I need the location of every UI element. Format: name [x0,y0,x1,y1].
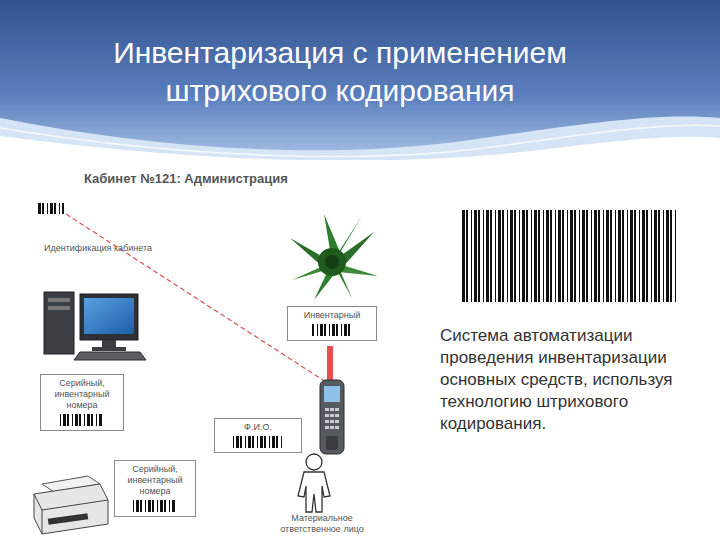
label-box: Серийный, инвентарный номера [40,374,124,431]
box-text: Серийный, инвентарный номера [119,464,191,497]
description-text: Система автоматизации проведения инвента… [440,325,710,435]
scanner-beam [327,346,333,380]
scanner-icon [320,380,344,454]
box-text: Ф.И.О. [219,422,297,433]
title-band [0,0,720,170]
box-text: Серийный, инвентарный номера [45,378,119,411]
barcode [233,436,283,448]
barcode [133,500,177,512]
barcode [60,414,104,426]
barcode [38,203,64,214]
printer-icon [34,476,108,534]
plant-icon [290,214,378,300]
annotation-label: Идентификация кабинета [44,243,244,254]
barcode [462,210,676,302]
annotation-label: Кабинет №121: Администрация [84,171,384,187]
computer-icon [44,292,146,360]
barcode [312,324,352,336]
label-box: Ф.И.О. [214,418,302,453]
label-box: Инвентарный [287,306,377,341]
annotation-label: Материальное ответственное лицо [276,513,368,535]
label-box: Серийный, инвентарный номера [114,460,196,517]
person-icon [298,454,330,512]
laser-line [66,214,326,382]
box-text: Инвентарный [292,310,372,321]
slide-title: Инвентаризация с применением штрихового … [40,34,640,110]
